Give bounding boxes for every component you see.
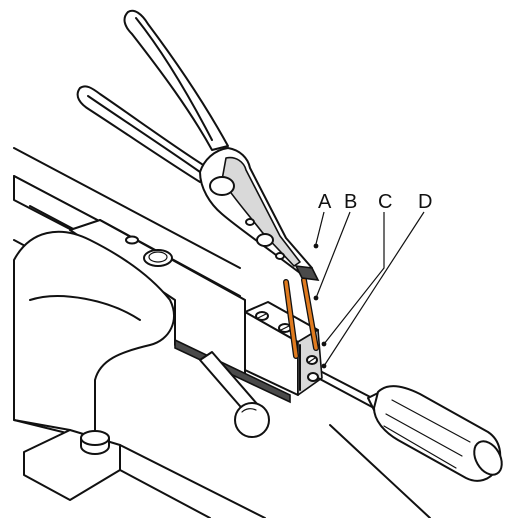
wire-left-fill: [284, 280, 298, 358]
wires: [283, 277, 319, 359]
callout-leaders: [313, 211, 425, 369]
callout-C: C: [378, 191, 392, 213]
base-bolt: [80, 430, 110, 455]
wire-right-fill: [302, 278, 318, 350]
jaw-holes: [125, 235, 173, 267]
vise-handle: [199, 351, 270, 438]
callout-A: A: [318, 191, 332, 213]
pliers: [76, 9, 320, 281]
callout-D: D: [418, 191, 432, 213]
callout-labels: A B C D: [318, 191, 432, 213]
vise: [13, 147, 431, 518]
screwdriver: [317, 371, 503, 482]
callout-B: B: [344, 191, 357, 213]
